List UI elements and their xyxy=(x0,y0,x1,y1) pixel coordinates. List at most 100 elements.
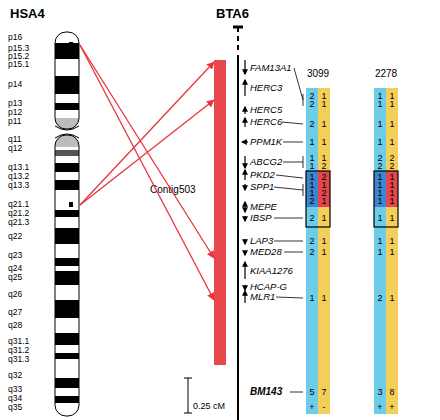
gene-label: IBSP xyxy=(250,213,272,223)
table-cell: 1 xyxy=(377,100,382,109)
table-cell: 1 xyxy=(309,162,314,171)
scale-label: 0.25 cM xyxy=(193,402,225,411)
band-label: q27 xyxy=(8,308,22,317)
table-cell: 2 xyxy=(309,237,314,246)
band-label: q13.2 xyxy=(8,172,29,181)
band-label: q31.2 xyxy=(8,346,29,355)
gene-label: FAM13A1 xyxy=(250,63,292,73)
table-cell: 1 xyxy=(389,138,394,147)
band-label: q23 xyxy=(8,251,22,260)
band-label: q13.3 xyxy=(8,181,29,190)
node-heading: BTA6 xyxy=(216,6,249,21)
node-heading: Contig503 xyxy=(150,184,196,195)
band-label: q34 xyxy=(8,394,22,403)
mapping-arrow xyxy=(80,100,214,205)
gene-label: HCAP-G xyxy=(250,282,287,292)
table-cell: 1 xyxy=(389,294,394,303)
table-cell: 1 xyxy=(321,294,326,303)
band-label: q32 xyxy=(8,371,22,380)
table-cell: 1 xyxy=(389,120,394,129)
band-label: q25 xyxy=(8,273,22,282)
band-label: q21.1 xyxy=(8,200,29,209)
gene-arrow xyxy=(242,60,248,303)
band-label: p12 xyxy=(8,108,22,117)
gene-label: HERC3 xyxy=(250,83,282,93)
scale-bar xyxy=(184,378,192,413)
gene-label: MED28 xyxy=(250,247,282,257)
table-cell: 1 xyxy=(309,138,314,147)
table-cell: 8 xyxy=(389,388,394,397)
band-label: q28 xyxy=(8,321,22,330)
column-header: 3099 xyxy=(307,69,329,79)
band-label: p11 xyxy=(8,117,22,126)
table-cell: 1 xyxy=(321,214,326,223)
table-cell: 1 xyxy=(389,197,394,206)
band-label: q35 xyxy=(8,403,22,412)
table-cell: 1 xyxy=(389,214,394,223)
table-cell: 5 xyxy=(309,388,314,397)
table-cell: 1 xyxy=(377,214,382,223)
table-cell: 1 xyxy=(377,197,382,206)
mapping-arrow xyxy=(80,45,214,300)
gene-label: HERC6 xyxy=(250,117,282,127)
table-cell: - xyxy=(323,403,326,412)
marker-tick xyxy=(69,42,73,207)
chromosome-line: BTA6 xyxy=(228,4,250,418)
table-cell: 2 xyxy=(309,214,314,223)
band-label: q24 xyxy=(8,264,22,273)
table-cell: 1 xyxy=(389,237,394,246)
table-cell: 7 xyxy=(321,388,326,397)
table-cell: 2 xyxy=(309,248,314,257)
table-cell: 1 xyxy=(321,120,326,129)
table-cell: 1 xyxy=(377,237,382,246)
gene-label: MLR1 xyxy=(250,292,275,302)
gene-label: PKD2 xyxy=(250,170,275,180)
table-cell: 1 xyxy=(321,138,326,147)
band-label: q13.1 xyxy=(8,163,29,172)
band-label: p16 xyxy=(8,33,22,42)
column-header: 2278 xyxy=(375,69,397,79)
chromosome-ideogram xyxy=(55,32,79,416)
band-label: q21.2 xyxy=(8,209,29,218)
table-cell: 2 xyxy=(309,120,314,129)
gene-label: KIAA1276 xyxy=(250,266,293,276)
band-label: q31.3 xyxy=(8,355,29,364)
gene-label: MEPE xyxy=(250,202,277,212)
table-cell: + xyxy=(309,403,314,412)
table-cell: 1 xyxy=(389,100,394,109)
chromosome-line xyxy=(233,27,243,420)
band-label: q22 xyxy=(8,232,22,241)
table-cell: + xyxy=(389,403,394,412)
table-cell: 1 xyxy=(377,120,382,129)
band-label: q12 xyxy=(8,144,22,153)
table-cell: 1 xyxy=(309,294,314,303)
table-cell: 1 xyxy=(321,197,326,206)
gene-label: SPP1 xyxy=(250,182,274,192)
gene-label: BM143 xyxy=(250,387,282,397)
table-cell: 1 xyxy=(321,248,326,257)
table-cell: 1 xyxy=(377,248,382,257)
band-label: p13 xyxy=(8,99,22,108)
table-cell: 1 xyxy=(321,100,326,109)
band-label: p15.1 xyxy=(8,60,29,69)
band-label: q26 xyxy=(8,290,22,299)
table-cell: 2 xyxy=(389,162,394,171)
gene-label: ABCG2 xyxy=(250,157,282,167)
gene-label: PPM1K xyxy=(250,137,282,147)
table-cell: + xyxy=(377,403,382,412)
table-cell: 2 xyxy=(377,294,382,303)
table-cell: 2 xyxy=(309,197,314,206)
gene-label: LAP3 xyxy=(250,236,273,246)
table-cell: 2 xyxy=(377,162,382,171)
mapping-arrow xyxy=(80,45,214,258)
table-cell: 2 xyxy=(309,100,314,109)
band-label: q31.1 xyxy=(8,337,29,346)
table-cell: 1 xyxy=(377,138,382,147)
band-label: q21.3 xyxy=(8,218,29,227)
table-cell: 2 xyxy=(321,162,326,171)
node-heading: HSA4 xyxy=(10,6,45,21)
band-label: q33 xyxy=(8,385,22,394)
table-cell: 3 xyxy=(377,388,382,397)
